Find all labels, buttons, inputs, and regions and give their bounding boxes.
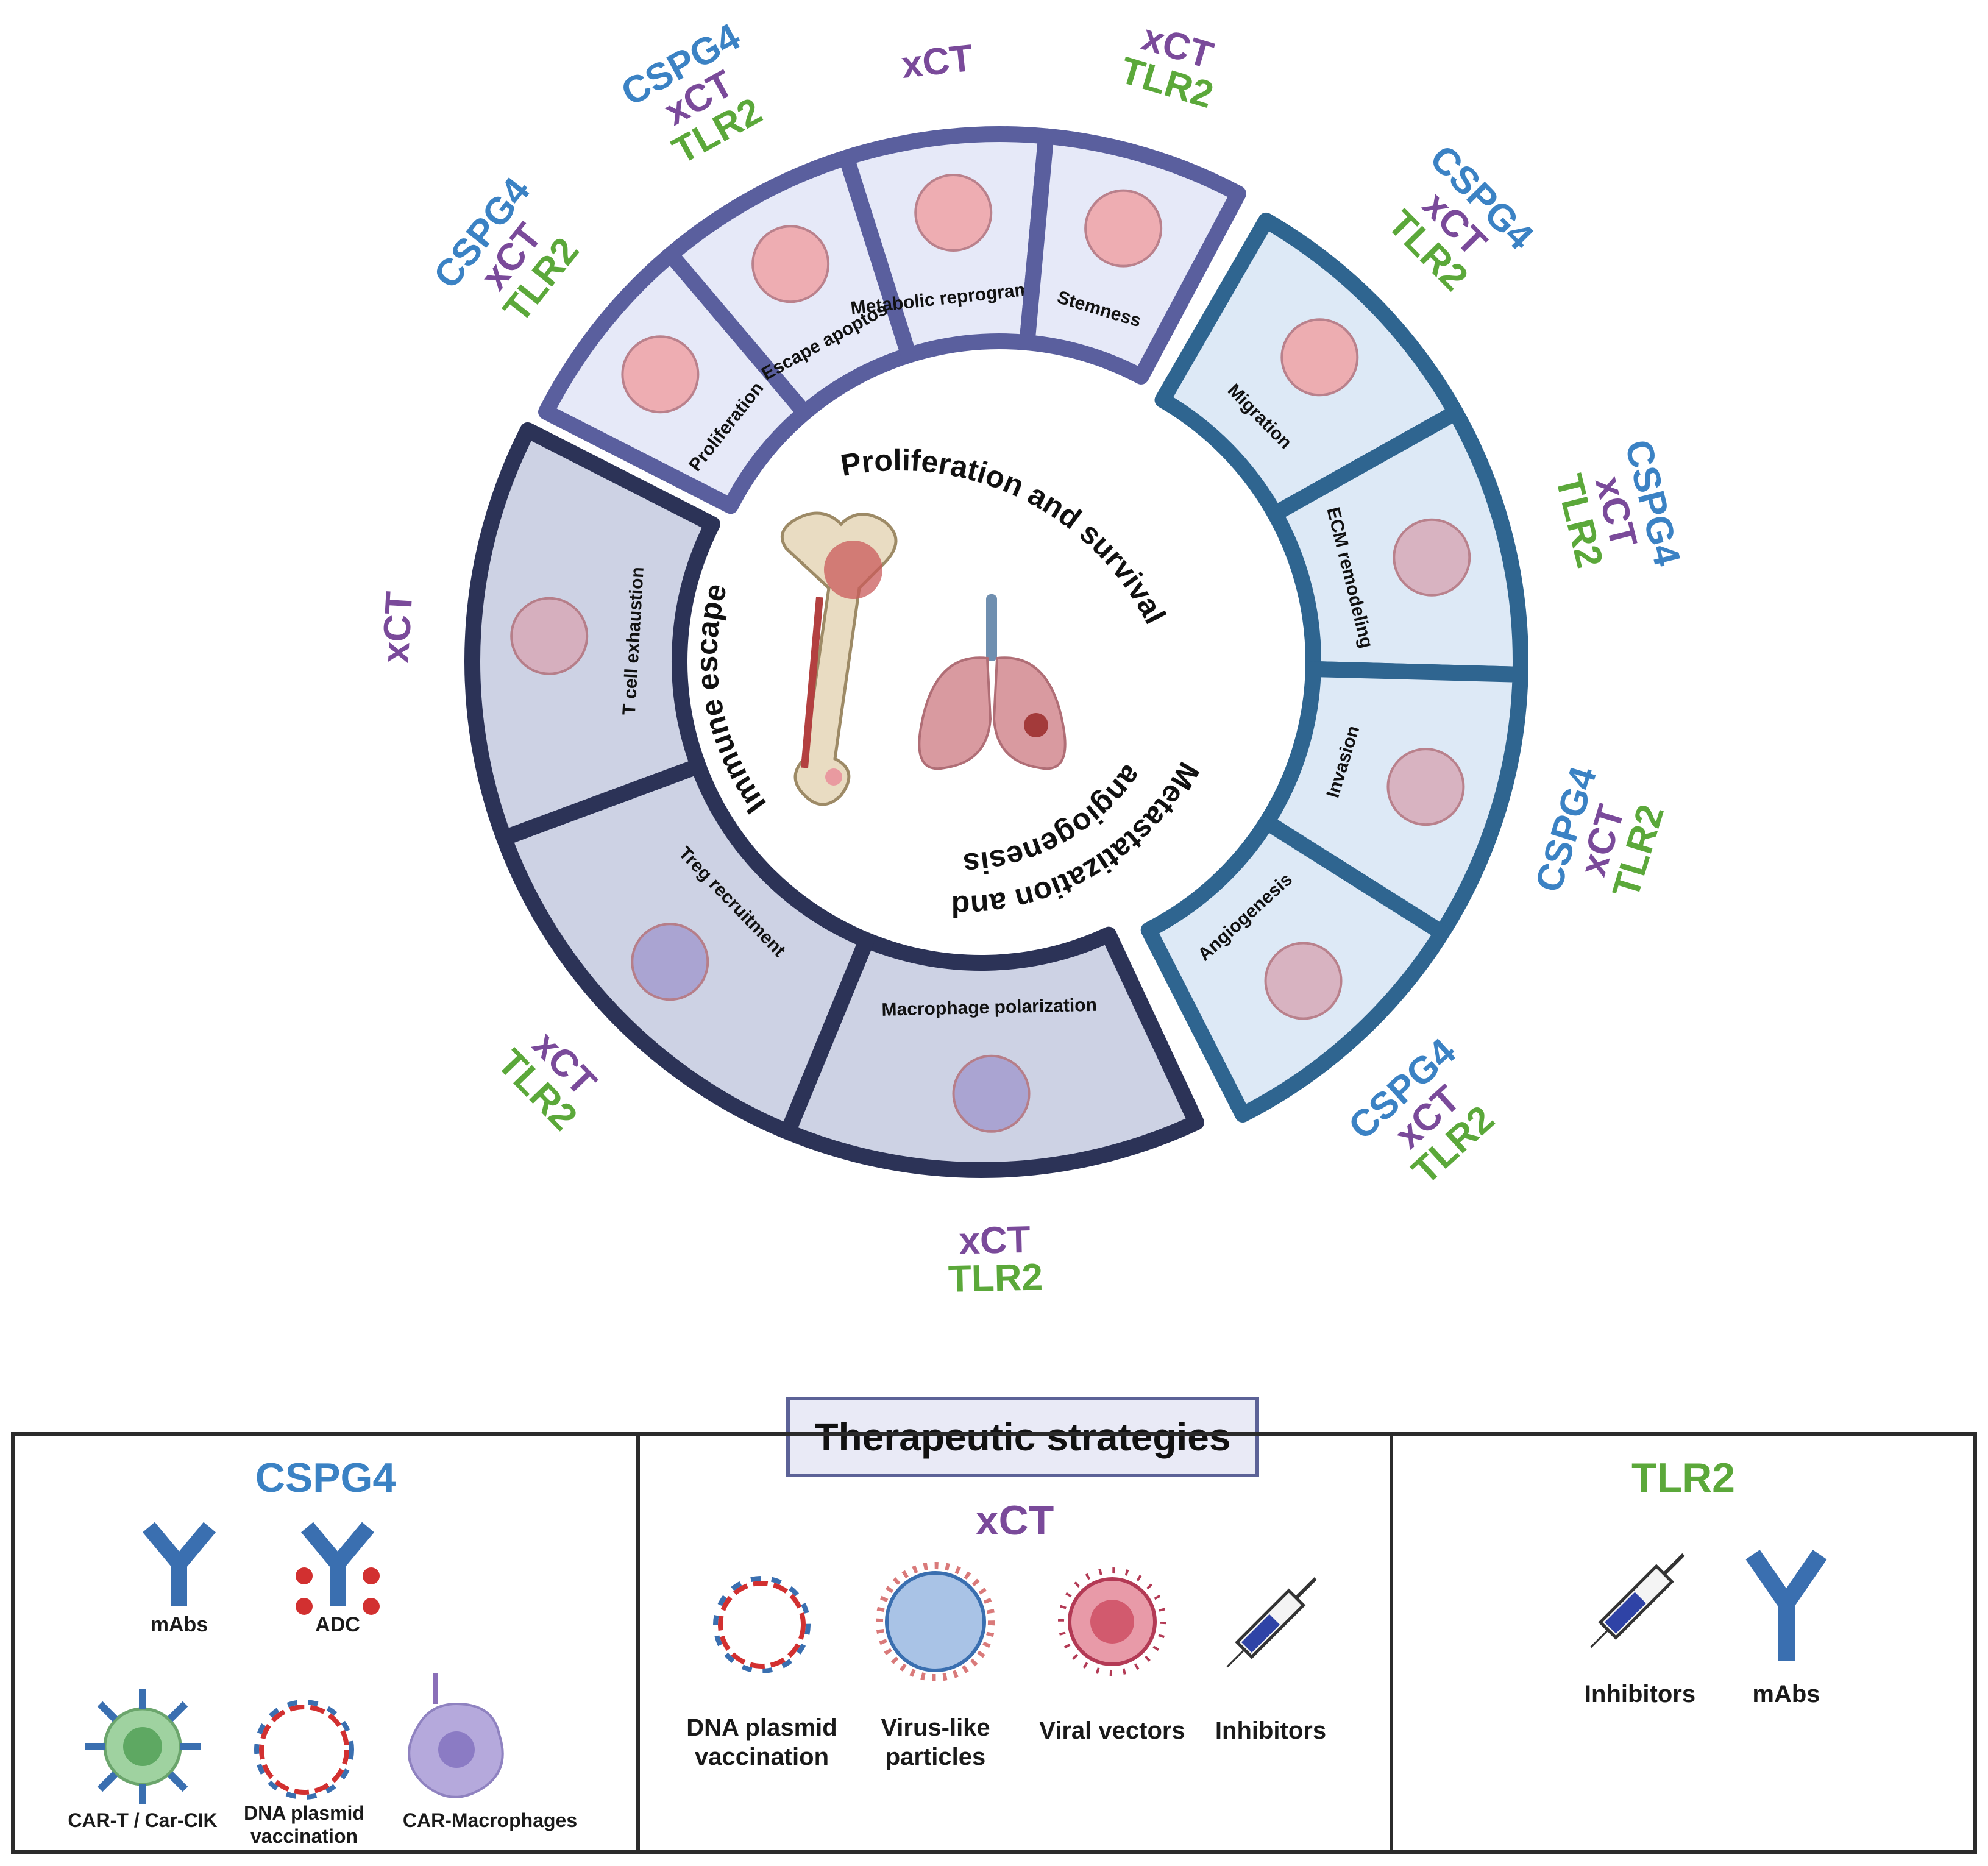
macrophage-icon (952, 1054, 1031, 1133)
xct-item-vlp: Virus-like particles (881, 1714, 990, 1770)
stem-cluster-icon (1084, 189, 1163, 268)
virus-like-particle-icon (876, 1562, 995, 1681)
segment-label: Macrophage polarization (881, 995, 1097, 1020)
xct-item-inhibitors: Inhibitors (1215, 1717, 1327, 1744)
target-label-xct: xCT (900, 37, 975, 87)
therapeutic-strategies-title: Therapeutic strategies (786, 1397, 1259, 1477)
treg-cells-icon (631, 923, 709, 1001)
apoptotic-cell-icon (751, 225, 830, 303)
lungs-icon (918, 594, 1067, 770)
xct-strategies-column: xCT DNA plasmid vaccination Virus-like p… (640, 1436, 1393, 1850)
segment-macrophage-polarization (779, 926, 1204, 1178)
dna-plasmid-icon (254, 1700, 354, 1800)
viral-vector-icon (1058, 1567, 1166, 1676)
vessel-invasion-icon (1386, 748, 1465, 826)
syringe-icon (1226, 1577, 1317, 1668)
target-label-xct: xCT (959, 1219, 1031, 1263)
dna-plasmid-icon (713, 1576, 811, 1673)
antibody-icon (143, 1522, 216, 1606)
tlr2-item-mabs: mAbs (1752, 1681, 1820, 1708)
cspg4-strategies-column: CSPG4 mAbs ADC CAR-T / Car-CIK DNA pla (15, 1436, 640, 1850)
ecm-fibers-icon (1393, 518, 1471, 597)
dividing-cell-icon (621, 335, 700, 414)
tlr2-item-inhibitors: Inhibitors (1584, 1681, 1696, 1708)
tlr2-strategies-column: TLR2 Inhibitors mAbs (1393, 1436, 1973, 1850)
mitochondrion-icon (914, 174, 993, 252)
t-cell-icon (510, 597, 589, 675)
adc-icon (296, 1522, 380, 1615)
tlr2-column-title: TLR2 (1631, 1455, 1735, 1501)
migrating-cell-icon (1280, 318, 1359, 397)
cspg4-item-mabs: mAbs (150, 1613, 208, 1636)
cspg4-item-car-macrophages: CAR-Macrophages (402, 1809, 578, 1831)
target-label-tlr2: TLR2 (948, 1256, 1043, 1300)
bone-icon (780, 511, 898, 806)
cspg4-item-adc: ADC (315, 1613, 360, 1636)
therapeutic-panel: CSPG4 mAbs ADC CAR-T / Car-CIK DNA pla (11, 1432, 1977, 1854)
xct-item-viral-vectors: Viral vectors (1039, 1717, 1185, 1744)
cspg4-column-title: CSPG4 (255, 1455, 396, 1501)
segment-t-cell-exhaustion (464, 422, 720, 846)
vessels-icon (1264, 942, 1343, 1020)
antibody-icon (1745, 1550, 1827, 1661)
cspg4-item-car-t: CAR-T / Car-CIK (68, 1809, 218, 1831)
cspg4-item-dna-plasmid: DNA plasmid vaccination (244, 1802, 364, 1848)
xct-item-dna-plasmid: DNA plasmid vaccination (686, 1714, 837, 1770)
target-label-xct: xCT (375, 591, 421, 664)
syringe-icon (1590, 1553, 1685, 1648)
car-t-cell-icon (85, 1689, 201, 1804)
car-macrophage-icon (408, 1673, 504, 1798)
xct-column-title: xCT (975, 1497, 1054, 1544)
